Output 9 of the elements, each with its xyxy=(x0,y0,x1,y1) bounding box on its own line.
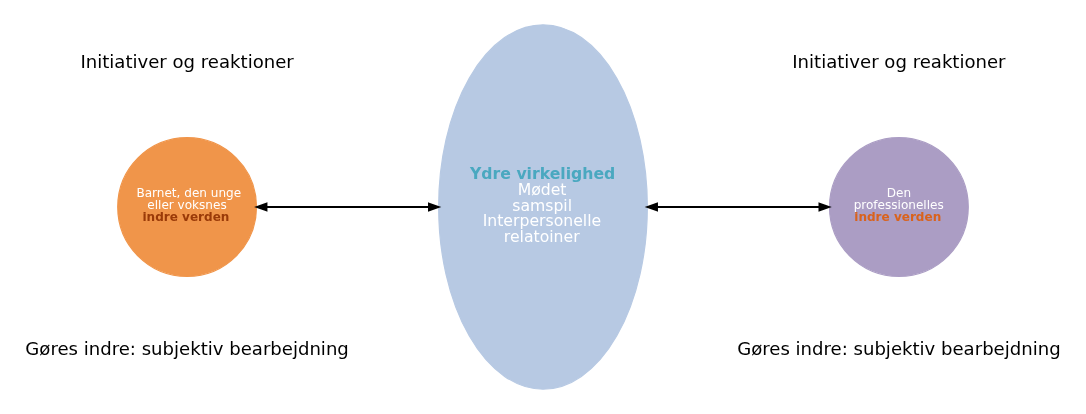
node-label: Initiativer og reaktioner xyxy=(80,50,294,72)
arrow xyxy=(644,202,832,212)
node-circle: Barnet, den unge eller voksnes indre verden xyxy=(117,137,258,277)
node-ellipse: Ydre virkelighed Mødet samspil Interpersonelle relatoiner xyxy=(438,24,648,390)
arrow xyxy=(254,202,442,212)
node-circle: Den professionelles indre verden xyxy=(828,137,969,277)
node-label: Initiativer og reaktioner xyxy=(792,50,1006,72)
node-label: Gøres indre: subjektiv bearbejdning xyxy=(737,337,1061,359)
node-label: Gøres indre: subjektiv bearbejdning xyxy=(25,337,349,359)
